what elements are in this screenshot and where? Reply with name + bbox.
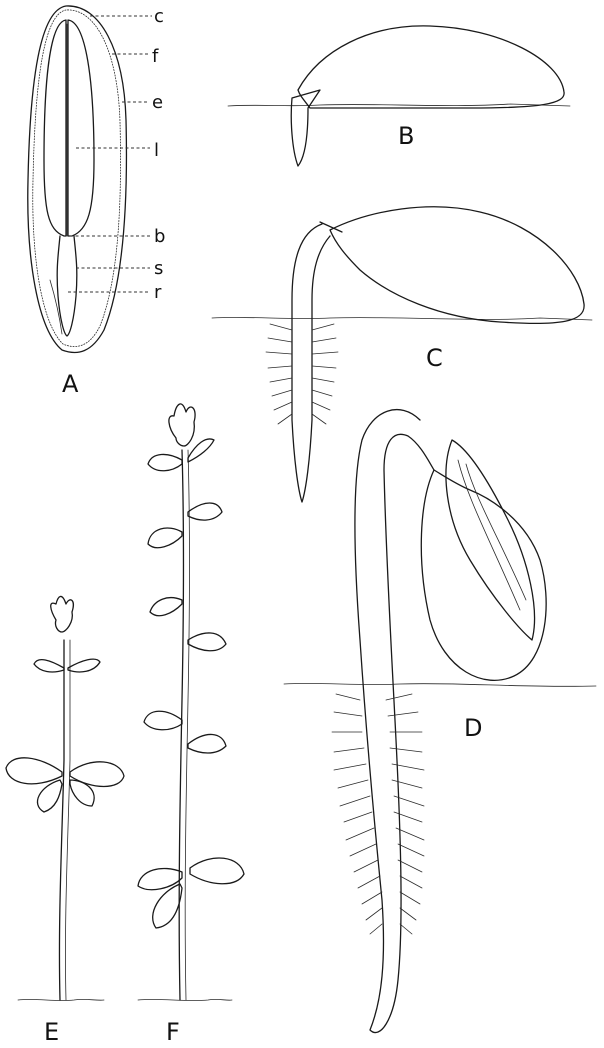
apex-bud-e xyxy=(51,596,74,632)
root-hairs-c xyxy=(266,324,338,424)
seed-body-c xyxy=(330,207,584,324)
label-f: f xyxy=(152,46,159,67)
leaf-e2-left-low xyxy=(37,780,62,812)
hypocotyl-c xyxy=(292,224,330,502)
ground-line-d xyxy=(284,683,596,686)
seed-body-b xyxy=(298,26,564,108)
leaf-f3-right xyxy=(188,633,226,651)
figure-f-tall-plant: F xyxy=(138,404,244,1046)
hypocotyl-d xyxy=(355,410,434,1033)
seed-tip-c xyxy=(320,222,342,232)
root-hairs-d xyxy=(332,694,424,934)
label-b: b xyxy=(154,226,165,247)
cotyledon-left xyxy=(44,20,66,236)
stem-e-side xyxy=(65,640,70,1000)
figure-label-a: A xyxy=(62,370,79,398)
figure-c-seedling: C xyxy=(212,207,592,502)
leaf-f6-low xyxy=(153,884,182,928)
cotyledon-right xyxy=(68,20,94,236)
leaf-f5-right xyxy=(190,858,244,884)
ground-line-f xyxy=(138,999,232,1000)
figure-label-b: B xyxy=(398,122,414,150)
stem-f-side xyxy=(185,450,189,1000)
label-l: l xyxy=(154,140,159,161)
leaf-f1-right xyxy=(188,439,214,462)
leaf-e1-left xyxy=(34,660,64,672)
figure-e-young-plant: E xyxy=(6,596,124,1046)
figure-b-germinating-seed: B xyxy=(228,26,570,166)
leaf-f2-left xyxy=(148,528,182,548)
leaf-e1-right xyxy=(68,659,100,672)
figure-a-seed-section: c f e l b s r A xyxy=(28,6,166,398)
label-s: s xyxy=(154,258,163,279)
ground-line-c xyxy=(212,317,592,320)
ground-line-e xyxy=(18,999,104,1000)
stem-e xyxy=(59,640,64,1000)
ground-line-b xyxy=(228,104,570,106)
figure-label-c: C xyxy=(426,344,443,372)
seed-coat-d xyxy=(421,470,546,680)
label-e: e xyxy=(152,92,163,113)
cotyledon-d xyxy=(446,440,535,640)
figure-d-seedling: D xyxy=(284,410,596,1033)
leaf-f1-left xyxy=(148,454,182,470)
seed-coat-inner xyxy=(33,10,121,347)
leaf-e2-right-low xyxy=(70,780,94,806)
label-r: r xyxy=(154,282,162,303)
leaf-e2-right xyxy=(70,762,124,787)
figure-label-d: D xyxy=(464,714,482,742)
endosperm-line xyxy=(50,280,62,334)
apex-bud-f xyxy=(169,404,195,446)
leaf-f4-right xyxy=(188,734,226,753)
leaf-f4-left xyxy=(144,711,182,730)
cotyledon-veins-d xyxy=(458,460,526,610)
figure-label-f: F xyxy=(166,1018,180,1046)
label-c: c xyxy=(154,6,164,27)
figure-label-e: E xyxy=(44,1018,59,1046)
leaf-e2-left xyxy=(6,758,62,784)
leaf-f3-left xyxy=(150,598,182,616)
leaf-f2-right xyxy=(188,503,222,520)
